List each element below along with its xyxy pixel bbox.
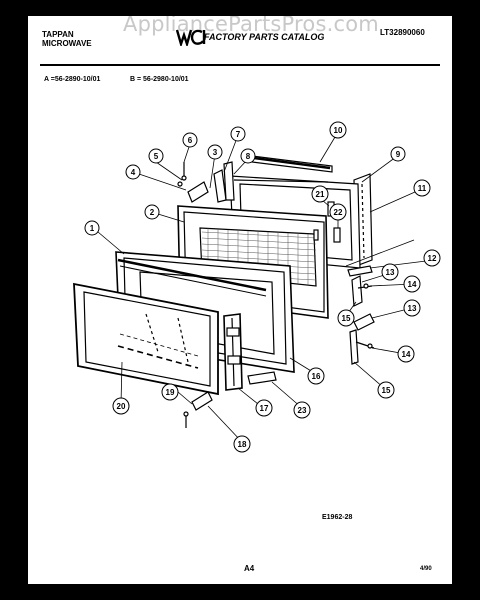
- callout-7: 7: [230, 126, 246, 142]
- brand-line-1: TAPPAN: [42, 30, 74, 39]
- part-top-hinge-bracket: [177, 162, 209, 203]
- callout-17: 17: [255, 399, 273, 417]
- callout-15-upper: 15: [337, 309, 355, 327]
- svg-text:23: 23: [298, 406, 307, 415]
- svg-text:8: 8: [246, 152, 251, 161]
- callout-14-upper: 14: [403, 275, 421, 293]
- watermark-text: AppliancePartsPros.com: [123, 16, 379, 36]
- callout-16: 16: [307, 367, 325, 385]
- svg-text:16: 16: [312, 372, 321, 381]
- part-lower-bracket: [183, 391, 213, 428]
- svg-text:9: 9: [396, 150, 401, 159]
- exploded-parts-diagram: 1 2 3 4 5 6 7 8 9 10 11 12 13 14 15 16 1…: [73, 121, 441, 453]
- callout-6: 6: [182, 132, 198, 148]
- callout-8: 8: [240, 148, 256, 164]
- callout-15-lower: 15: [377, 381, 395, 399]
- callout-3: 3: [207, 144, 223, 160]
- model-a-label: A =56-2890-10/01: [44, 76, 101, 83]
- callout-13-upper: 13: [381, 263, 399, 281]
- svg-text:17: 17: [260, 404, 269, 413]
- catalog-title: FACTORY PARTS CATALOG: [204, 32, 325, 42]
- callout-13-lower: 13: [403, 299, 421, 317]
- svg-text:4: 4: [131, 168, 136, 177]
- brand-line-2: MICROWAVE: [42, 39, 92, 48]
- callout-5: 5: [148, 148, 164, 164]
- part-latch-lower: [349, 313, 375, 365]
- svg-text:5: 5: [154, 152, 159, 161]
- callout-2: 2: [144, 204, 160, 220]
- wci-logo-icon: [176, 29, 206, 46]
- svg-text:13: 13: [408, 304, 417, 313]
- svg-text:22: 22: [334, 208, 343, 217]
- svg-text:6: 6: [188, 136, 193, 145]
- callout-10: 10: [329, 121, 347, 139]
- callout-20: 20: [112, 397, 130, 415]
- svg-text:14: 14: [402, 350, 411, 359]
- callout-9: 9: [390, 146, 406, 162]
- callout-22: 22: [329, 203, 347, 221]
- catalog-sheet: AppliancePartsPros.com TAPPAN MICROWAVE …: [28, 16, 452, 584]
- callout-11: 11: [413, 179, 431, 197]
- svg-text:13: 13: [386, 268, 395, 277]
- callout-23: 23: [293, 401, 311, 419]
- part-bottom-trim: [247, 371, 277, 385]
- svg-text:12: 12: [428, 254, 437, 263]
- callout-12: 12: [423, 249, 441, 267]
- svg-text:1: 1: [90, 224, 95, 233]
- svg-text:15: 15: [342, 314, 351, 323]
- svg-text:15: 15: [382, 386, 391, 395]
- svg-text:20: 20: [117, 402, 126, 411]
- brand-name: TAPPAN MICROWAVE: [42, 30, 92, 48]
- header-rule: [40, 64, 440, 66]
- catalog-code: LT32890060: [380, 28, 425, 37]
- svg-text:3: 3: [213, 148, 218, 157]
- callout-14-lower: 14: [397, 345, 415, 363]
- part-top-strip: [251, 155, 333, 173]
- part-door-handle: [223, 313, 243, 391]
- svg-text:21: 21: [316, 190, 325, 199]
- part-door-seal: [213, 161, 235, 203]
- callout-1: 1: [84, 220, 100, 236]
- svg-text:18: 18: [238, 440, 247, 449]
- part-latch-upper: [347, 265, 373, 307]
- svg-text:10: 10: [334, 126, 343, 135]
- svg-text:14: 14: [408, 280, 417, 289]
- part-outer-door-frame: [73, 282, 219, 396]
- svg-text:11: 11: [418, 184, 427, 193]
- svg-text:7: 7: [236, 130, 241, 139]
- model-b-label: B = 56-2980-10/01: [130, 76, 189, 83]
- callout-18: 18: [233, 435, 251, 453]
- callout-19: 19: [161, 383, 179, 401]
- page-number: A4: [244, 564, 255, 573]
- figure-code: E1962-28: [322, 514, 353, 521]
- callout-4: 4: [125, 164, 141, 180]
- callout-21: 21: [311, 185, 329, 203]
- svg-text:19: 19: [166, 388, 175, 397]
- callout-markers: 1 2 3 4 5 6 7 8 9 10 11 12 13 14 15 16 1…: [84, 121, 441, 453]
- date-code: 4/90: [420, 566, 432, 572]
- svg-text:2: 2: [150, 208, 155, 217]
